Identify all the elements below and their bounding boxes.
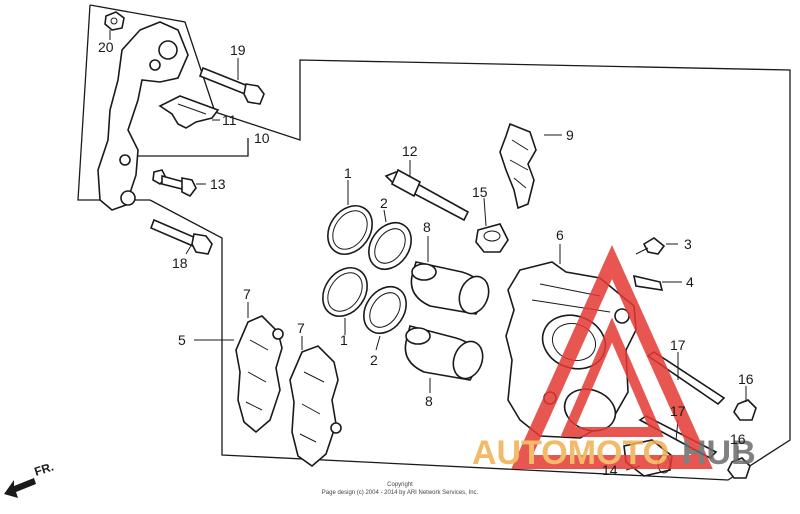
pad-spring-9 [499,122,537,210]
copyright-line-2: Page design (c) 2004 - 2014 by ARI Netwo… [322,490,479,496]
copyright-note: Copyright Page design (c) 2004 - 2014 by… [322,482,479,496]
callout-16: 16 [738,371,754,387]
front-direction-indicator: FR. [4,460,55,498]
callout-2: 2 [380,195,388,211]
callout-8: 8 [425,393,433,409]
brake-pad-7-right [289,345,342,468]
piston-8-top [410,261,490,315]
seal-2-top [368,222,412,270]
seal-1-bottom [322,267,368,317]
callout-9: 9 [566,127,574,143]
callout-numbers: 1 2 1 2 3 4 5 6 7 7 8 8 9 10 11 12 13 14… [98,39,754,478]
callout-1: 1 [344,165,352,181]
callout-20: 20 [98,39,114,55]
bleeder-3 [635,237,666,255]
callout-19: 19 [230,42,246,58]
callout-3: 3 [684,236,692,252]
assembly-frame [149,59,791,481]
callout-14: 14 [602,462,618,478]
callout-1: 1 [340,332,348,348]
watermark-text-1: AUTOMOTO [472,434,669,472]
callout-12: 12 [402,143,418,159]
seal-2-bottom [363,286,407,334]
callout-2: 2 [370,352,378,368]
callout-13: 13 [210,176,226,192]
callout-6: 6 [556,227,564,243]
callout-7: 7 [243,286,251,302]
bolt-18 [149,218,213,255]
callout-17: 17 [670,337,686,353]
callout-5: 5 [178,332,186,348]
bracket-frame-10 [118,138,249,157]
front-arrow-icon [4,478,36,498]
copyright-line-1: Copyright [387,482,413,488]
bracket-frame [89,4,216,113]
clip-11 [158,95,220,129]
cap-4 [632,274,664,291]
callout-4: 4 [686,274,694,290]
nut-16-top [733,399,757,421]
brake-pad-7-left [235,315,284,434]
nut-16-bottom [727,457,751,479]
callout-8: 8 [423,219,431,235]
watermark-text-2: HUB [682,434,756,472]
callout-7: 7 [297,320,305,336]
callout-10: 10 [254,130,270,146]
callout-18: 18 [172,255,188,271]
callout-11: 11 [222,112,237,128]
direction-label: FR. [33,460,56,479]
seal-1-top [327,205,373,255]
callout-16: 16 [730,431,746,447]
callout-17: 17 [670,403,686,419]
nut-20 [104,11,125,31]
watermark-triangle [511,244,713,469]
bolt-19 [198,66,265,105]
pin-12 [384,168,470,222]
piston-8-bottom [404,325,484,381]
automotohub-watermark: AUTOMOTO HUB [472,244,756,472]
bolt-13 [152,169,197,198]
caliper-bracket [97,21,189,211]
callout-15: 15 [472,184,488,200]
boot-15 [475,223,509,253]
